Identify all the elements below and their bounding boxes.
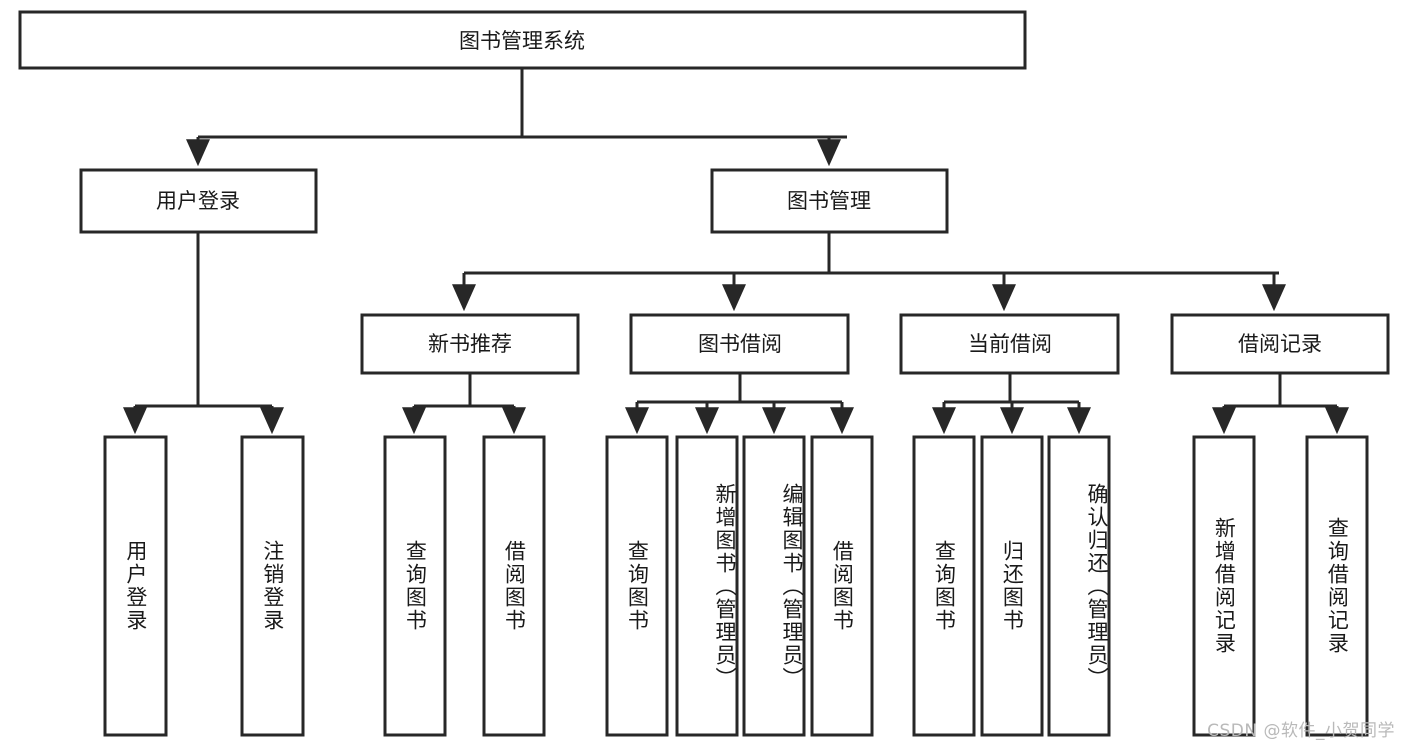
leaf-query-book-1-box[interactable] [383, 435, 447, 737]
leaf-boxes [103, 435, 1369, 737]
leaf-edit-book-box[interactable] [742, 435, 806, 737]
csdn-watermark: CSDN @软件_小贺同学 [1207, 721, 1395, 741]
node-book-management-box[interactable] [710, 168, 949, 234]
edges-borrowrecord-to-leaves [1212, 373, 1349, 435]
node-book-management-label: 图书管理 [787, 189, 871, 213]
node-user-login-label: 用户登录 [156, 189, 240, 213]
node-current-borrow-box[interactable] [899, 313, 1120, 375]
leaf-borrow-book-1-box[interactable] [482, 435, 546, 737]
edges-bookborrow-to-leaves [625, 373, 854, 435]
leaf-query-book-2-box[interactable] [605, 435, 669, 737]
leaf-confirm-return-box[interactable] [1047, 435, 1111, 737]
edges-newbook-to-leaves [402, 373, 526, 435]
node-new-book-recommend[interactable]: 新书推荐 [360, 313, 580, 375]
leaf-logout-login-box[interactable] [240, 435, 305, 737]
node-new-book-recommend-box[interactable] [360, 313, 580, 375]
node-new-book-recommend-label: 新书推荐 [428, 332, 512, 356]
edges-userlogin-to-leaves [123, 232, 284, 435]
node-root-label: 图书管理系统 [459, 29, 585, 53]
leaf-query-book-3-box[interactable] [912, 435, 976, 737]
leaf-user-login-box[interactable] [103, 435, 168, 737]
node-current-borrow[interactable]: 当前借阅 [899, 313, 1120, 375]
edges-currentborrow-to-leaves [932, 373, 1091, 435]
node-book-management[interactable]: 图书管理 [710, 168, 949, 234]
leaf-query-record-box[interactable] [1305, 435, 1369, 737]
node-user-login[interactable]: 用户登录 [79, 168, 318, 234]
node-root-box[interactable] [18, 10, 1027, 70]
node-user-login-box[interactable] [79, 168, 318, 234]
leaf-return-book-box[interactable] [980, 435, 1044, 737]
node-borrow-record-label: 借阅记录 [1238, 332, 1322, 356]
node-book-borrow-box[interactable] [629, 313, 850, 375]
node-current-borrow-label: 当前借阅 [968, 332, 1052, 356]
leaf-add-record-box[interactable] [1192, 435, 1256, 737]
node-borrow-record[interactable]: 借阅记录 [1170, 313, 1390, 375]
leaf-borrow-book-2-box[interactable] [810, 435, 874, 737]
edges-bookmgmt-to-level3 [452, 232, 1286, 312]
node-borrow-record-box[interactable] [1170, 313, 1390, 375]
leaf-add-book-box[interactable] [675, 435, 739, 737]
edges-root-to-level2 [186, 68, 847, 167]
node-book-borrow[interactable]: 图书借阅 [629, 313, 850, 375]
node-book-borrow-label: 图书借阅 [698, 332, 782, 356]
node-root[interactable]: 图书管理系统 [18, 10, 1027, 70]
